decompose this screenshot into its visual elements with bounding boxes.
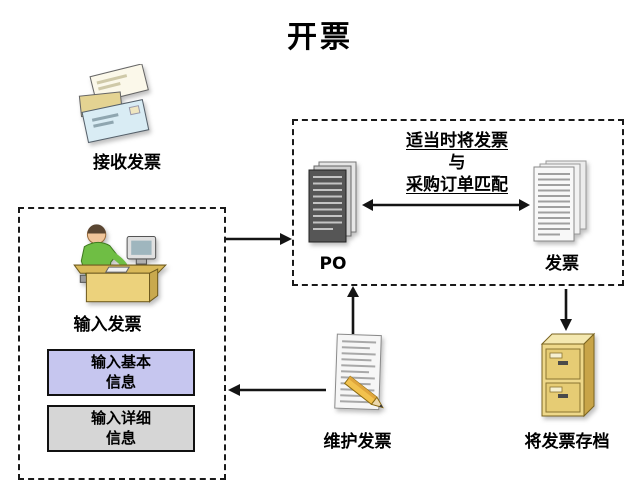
po-label: PO [319, 254, 347, 274]
match-caption-line3: 采购订单匹配 [406, 175, 508, 195]
enter-basic-info-text: 输入基本 信息 [90, 353, 151, 391]
po-text-lines [313, 176, 342, 230]
match-to-archive-arrow [560, 289, 572, 331]
maintain-to-match-arrow [347, 286, 359, 334]
maintain-invoice-label: 维护发票 [323, 432, 392, 452]
person-at-computer-icon [73, 224, 168, 303]
invoice-label: 发票 [545, 254, 579, 274]
diagram-title: 开票 [287, 20, 353, 55]
match-caption: 适当时将发票 与 采购订单匹配 [372, 130, 542, 196]
enter-invoice-group-box [18, 207, 226, 480]
mail-stack-icon [78, 64, 150, 144]
keyboard [104, 266, 131, 273]
purchase-order-document-icon [308, 161, 357, 243]
receive-invoice-label: 接收发票 [93, 153, 161, 173]
match-caption-line1: 适当时将发票 [406, 131, 508, 151]
maintain-to-enter-arrow [228, 384, 326, 396]
match-group-box [292, 119, 624, 286]
invoice-document-icon [533, 160, 587, 242]
cabinet-drawers [545, 348, 581, 413]
enter-invoice-label: 输入发票 [73, 315, 142, 335]
po-invoice-match-arrow [362, 199, 530, 211]
enter-basic-info-box: 输入基本 信息 [47, 349, 195, 396]
invoice-text-lines [538, 173, 570, 236]
monitor [126, 236, 157, 265]
mail-back-sheet [89, 64, 149, 104]
match-caption-line2: 与 [448, 153, 466, 173]
filing-cabinet-icon [540, 332, 596, 418]
mail-front-envelope [81, 98, 150, 144]
document-pencil-icon [334, 333, 384, 411]
archive-invoice-label: 将发票存档 [524, 432, 610, 452]
enter-detail-info-text: 输入详细 信息 [90, 409, 151, 447]
enter-to-match-arrow [226, 233, 292, 245]
maintain-page [334, 333, 382, 411]
pencil [343, 375, 384, 409]
enter-detail-info-box: 输入详细 信息 [47, 405, 195, 452]
